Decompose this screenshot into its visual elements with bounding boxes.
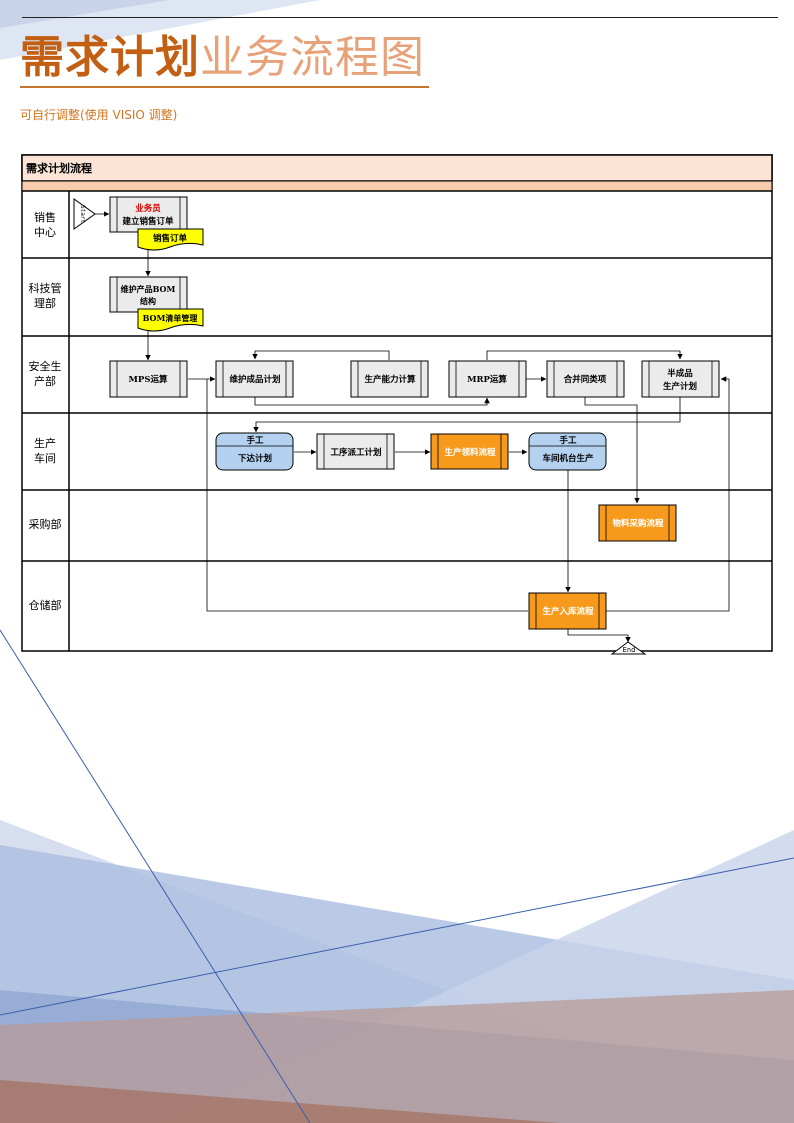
lane-workshop: 生产 车间 [34,436,56,465]
node-label: 下达计划 [238,453,272,464]
node-label: 生产计划 [663,381,697,392]
lane-safety: 安全生 产部 [29,359,62,388]
node-merge: 合并同类项 [546,360,625,398]
doc-label: BOM清单管理 [143,313,198,323]
lane-label-line: 理部 [34,296,56,310]
node-label: 物料采购流程 [612,518,664,529]
node-role-label: 手工 [246,435,264,446]
header-rule [22,17,778,18]
connector [584,397,640,504]
connector [486,350,683,360]
connector [606,376,730,612]
pool-header [21,154,773,182]
node-label: 建立销售订单 [121,216,174,227]
node-fg-plan: 维护成品计划 [215,360,294,398]
node-label: 半成品 [667,368,693,379]
node-label: MPS运算 [129,374,168,385]
connectors [95,211,730,643]
page-subtitle: 可自行调整(使用 VISIO 调整) [20,108,178,122]
lane-tech: 科技管 理部 [29,281,62,310]
lane-label-line: 产部 [34,374,56,388]
node-capacity: 生产能力计算 [350,360,429,398]
lane-label-line: 安全生 [29,359,62,373]
connector [254,397,490,406]
pool-subheader [21,180,773,192]
node-role-label: 业务员 [135,203,161,214]
lane-label-line: 科技管 [29,281,62,295]
node-material-purchase: 物料采购流程 [598,504,677,542]
connector [567,629,631,643]
connector [252,350,390,360]
node-dispatch: 工序派工计划 [316,433,395,470]
doc-bom: BOM清单管理 [137,308,204,332]
lane-dividers [22,190,772,651]
node-label: MRP运算 [467,374,507,385]
node-mps: MPS运算 [109,360,188,398]
lane-warehouse: 仓储部 [29,598,62,612]
lane-purchasing: 采购部 [29,517,62,531]
lane-label-line: 仓储部 [29,598,62,612]
start-terminator: Start [73,198,96,230]
node-maintain-bom: 维护产品BOM 结构 [109,276,188,313]
connector [253,397,681,433]
pool-header-label: 需求计划流程 [26,161,92,175]
node-label: 生产能力计算 [364,374,416,385]
end-terminator: End [610,641,647,655]
lane-label-line: 生产 [34,436,56,450]
node-role-label: 手工 [559,435,577,446]
node-label: 车间机台生产 [542,453,594,464]
page-title-main: 需求计划 [20,32,200,83]
node-label: 生产领料流程 [444,447,496,458]
node-issue-plan: 手工 下达计划 [215,432,294,471]
end-label: End [623,646,636,654]
node-warehouse-in: 生产入库流程 [528,592,607,630]
node-label: 维护成品计划 [229,374,280,385]
node-semi-plan: 半成品 生产计划 [641,360,720,398]
node-label: 工序派工计划 [330,447,381,458]
lane-label-line: 销售 [34,210,56,224]
node-create-sales-order: 业务员 建立销售订单 [109,196,188,233]
node-machine-production: 手工 车间机台生产 [528,432,607,471]
doc-sales-order: 销售订单 [137,228,204,251]
page-title-rest: 业务流程图 [200,32,425,83]
node-label: 维护产品BOM [121,284,176,294]
node-picking: 生产领料流程 [430,433,509,470]
node-label: 结构 [140,296,156,306]
lane-label-line: 中心 [34,226,56,239]
doc-label: 销售订单 [153,233,188,244]
lane-label-line: 采购部 [29,517,62,531]
connector [206,379,528,612]
node-mrp: MRP运算 [448,360,527,398]
lane-label-line: 车间 [34,451,56,465]
node-label: 生产入库流程 [542,606,594,617]
lane-sales: 销售 中心 [34,210,56,239]
start-label: Start [79,205,86,223]
page-title: 需求计划业务流程图 [20,30,429,88]
node-label: 合并同类项 [563,374,607,385]
